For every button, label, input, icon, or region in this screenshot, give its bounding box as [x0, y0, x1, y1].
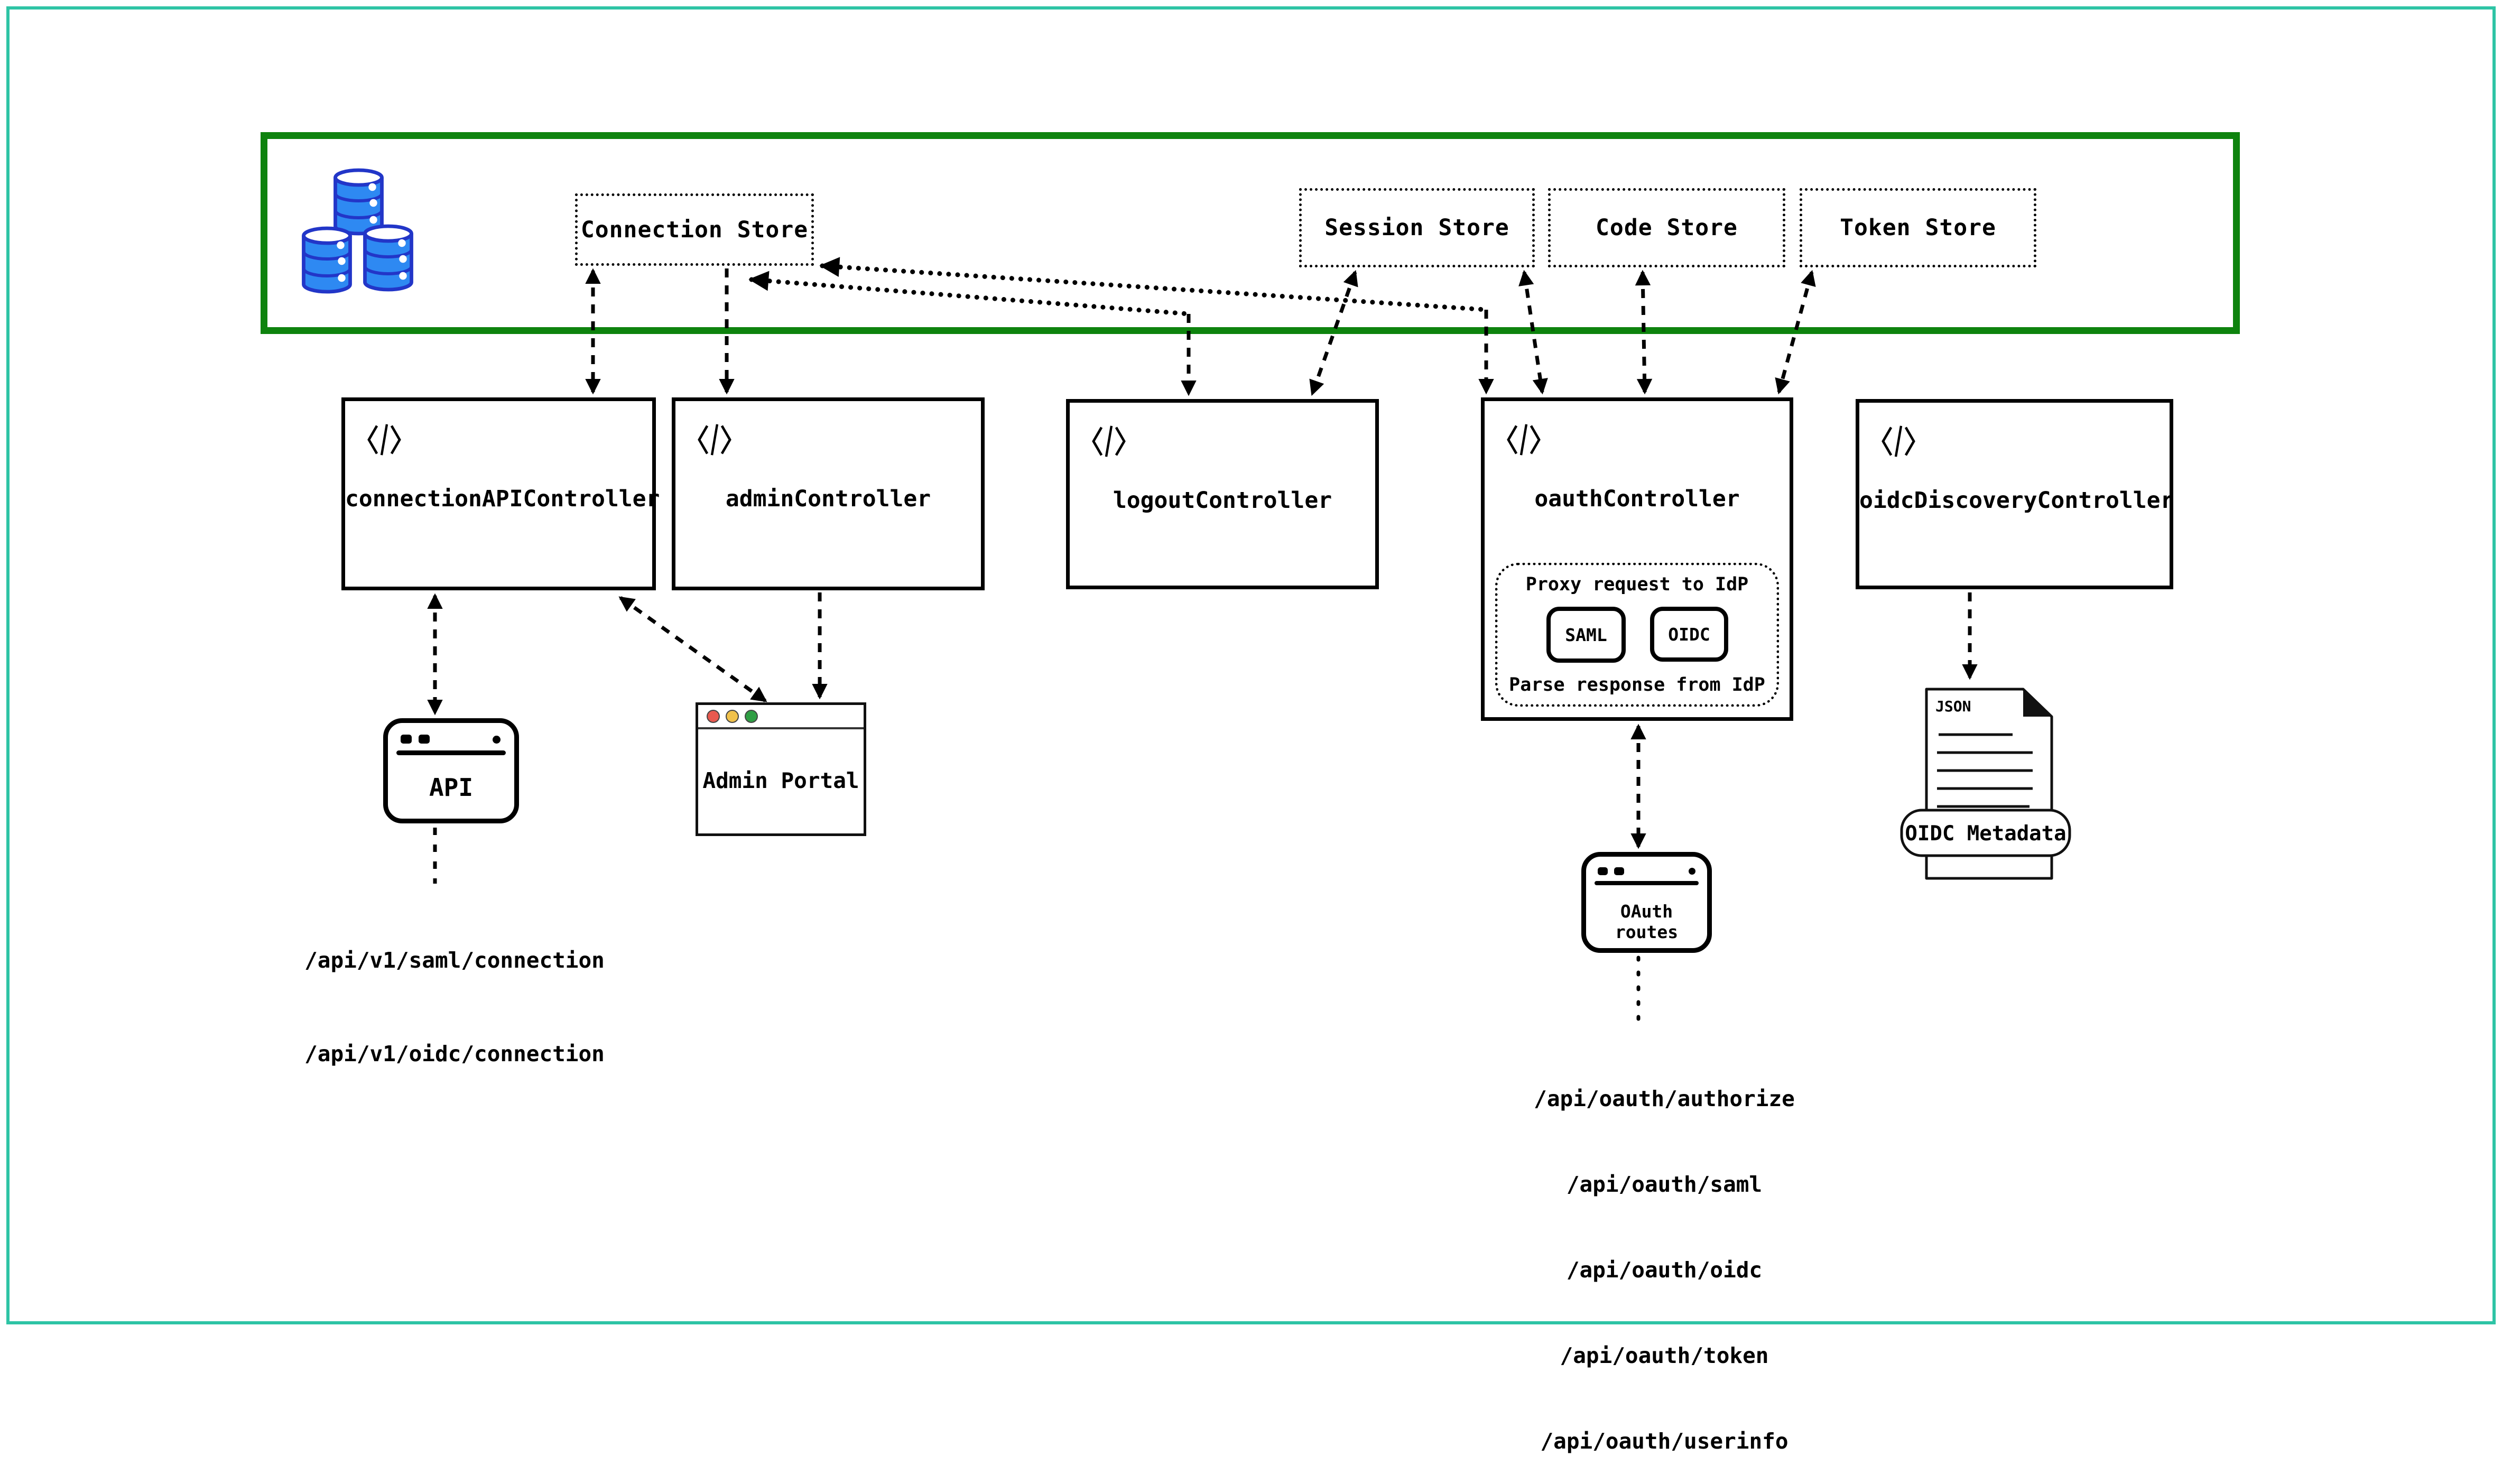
oidc-label: OIDC — [1668, 624, 1710, 645]
code-icon — [698, 424, 731, 456]
code-icon — [1882, 425, 1915, 457]
endpoint: /api/oauth/oidc — [1566, 1257, 1763, 1283]
window-button-icon — [1614, 867, 1624, 875]
code-icon — [367, 424, 401, 456]
controller-label: oauthController — [1534, 486, 1740, 512]
controller-label: oidcDiscoveryController — [1859, 487, 2174, 514]
endpoint: /api/oauth/token — [1560, 1343, 1769, 1368]
window-dot-icon — [1689, 868, 1695, 875]
endpoint-list-connection: /api/v1/saml/connection /api/v1/oidc/con… — [280, 888, 629, 1101]
endpoint: /api/v1/oidc/connection — [304, 1041, 605, 1066]
store-code-label: Code Store — [1596, 215, 1738, 241]
controller-logout: logoutController — [1066, 399, 1379, 589]
window-button-icon — [419, 735, 430, 744]
store-connection: Connection Store — [575, 193, 814, 266]
controller-label: logoutController — [1113, 487, 1332, 514]
code-icon — [1092, 425, 1126, 457]
store-code: Code Store — [1548, 188, 1785, 267]
window-bar — [396, 750, 506, 755]
saml-box: SAML — [1546, 607, 1626, 663]
api-label: API — [429, 773, 474, 802]
endpoint: /api/v1/saml/connection — [304, 948, 605, 973]
window-button-icon — [401, 735, 412, 744]
traffic-light-red-icon — [707, 709, 720, 723]
traffic-light-green-icon — [745, 709, 758, 723]
endpoint: /api/oauth/saml — [1566, 1172, 1763, 1197]
oauth-routes-window: OAuth routes — [1581, 852, 1712, 953]
controller-connection-api: connectionAPIController — [341, 397, 660, 590]
api-window: API — [383, 718, 519, 823]
proxy-idp-box: Proxy request to IdP SAML OIDC Parse res… — [1495, 563, 1779, 707]
proxy-title: Proxy request to IdP — [1525, 574, 1749, 595]
admin-portal-label: Admin Portal — [702, 767, 859, 793]
window-dot-icon — [493, 736, 501, 744]
oidc-box: OIDC — [1650, 607, 1728, 662]
admin-portal-window: Admin Portal — [696, 702, 866, 836]
controller-oidc-discovery: oidcDiscoveryController — [1856, 399, 2174, 589]
endpoint: /api/oauth/authorize — [1534, 1086, 1795, 1111]
controller-admin: adminController — [672, 397, 985, 590]
proxy-footer: Parse response from IdP — [1509, 674, 1765, 695]
store-session: Session Store — [1299, 188, 1535, 267]
store-token: Token Store — [1800, 188, 2036, 267]
store-session-label: Session Store — [1324, 215, 1509, 241]
window-bar — [1595, 881, 1699, 885]
controller-label: connectionAPIController — [345, 486, 660, 512]
code-icon — [1507, 424, 1541, 456]
store-connection-label: Connection Store — [580, 216, 809, 243]
oauth-routes-label: OAuth routes — [1615, 901, 1679, 942]
saml-label: SAML — [1565, 624, 1607, 645]
window-titlebar — [698, 705, 864, 729]
controller-label: adminController — [725, 486, 931, 512]
store-token-label: Token Store — [1840, 215, 1996, 241]
endpoint-list-oauth: /api/oauth/authorize /api/oauth/saml /ap… — [1490, 1031, 1839, 1484]
window-button-icon — [1598, 867, 1608, 875]
traffic-light-yellow-icon — [726, 709, 739, 723]
endpoint: /api/oauth/userinfo — [1540, 1429, 1789, 1454]
